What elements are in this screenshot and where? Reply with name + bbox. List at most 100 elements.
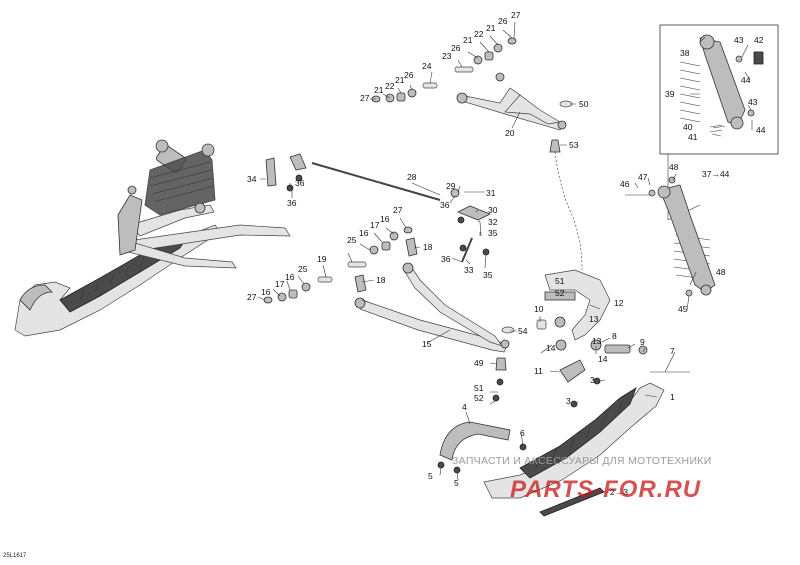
callout-47: 47 (638, 172, 648, 182)
callout-3: 3 (566, 396, 571, 406)
callout-33: 33 (464, 265, 474, 275)
callout-10: 10 (534, 304, 544, 314)
callout-53: 53 (569, 140, 579, 150)
callout-23: 23 (442, 51, 452, 61)
callout-19: 19 (317, 254, 327, 264)
callout-26: 26 (451, 43, 461, 53)
callout-29: 29 (446, 181, 456, 191)
callout-15: 15 (422, 339, 432, 349)
leader-lines (257, 21, 753, 493)
callout-42: 42 (754, 35, 764, 45)
callout-21: 21 (395, 75, 405, 85)
lower-bushing-chain (263, 226, 418, 304)
callout-41: 41 (688, 132, 698, 142)
callout-49: 49 (474, 358, 484, 368)
callout-7: 7 (670, 346, 675, 356)
callout-26: 26 (498, 16, 508, 26)
callout-28: 28 (407, 172, 417, 182)
upper-a-arm (456, 72, 583, 271)
lower-a-arm (354, 262, 515, 371)
callout-12: 12 (614, 298, 624, 308)
callout-30: 30 (488, 205, 498, 215)
callout-20: 20 (505, 128, 515, 138)
callout-32: 32 (488, 217, 498, 227)
callout-31: 31 (486, 188, 496, 198)
callout-35: 35 (488, 228, 498, 238)
callout-27: 27 (360, 93, 370, 103)
callout-52: 52 (555, 288, 565, 298)
callout-36: 36 (441, 254, 451, 264)
callout-34: 34 (247, 174, 257, 184)
callout-8: 8 (612, 331, 617, 341)
callout-16: 16 (261, 287, 271, 297)
callout-50: 50 (579, 99, 589, 109)
callout-13: 13 (592, 336, 602, 346)
callout-25: 25 (298, 264, 308, 274)
callout-45: 45 (678, 304, 688, 314)
callout-27: 27 (511, 10, 521, 20)
callout-14: 14 (546, 343, 556, 353)
callout-14: 14 (598, 354, 608, 364)
callout-labels: 27 21 22 26 21 24 23 26 21 22 21 26 27 5… (247, 10, 766, 497)
callout-43: 43 (748, 97, 758, 107)
callout-38: 38 (680, 48, 690, 58)
callout-36: 36 (440, 200, 450, 210)
upper-bushing-chain (371, 37, 517, 103)
callout-6: 6 (520, 428, 525, 438)
callout-37-44: 37→44 (702, 169, 730, 179)
callout-46: 46 (620, 179, 630, 189)
callout-5: 5 (454, 478, 459, 488)
callout-26: 26 (404, 70, 414, 80)
callout-1: 1 (670, 392, 675, 402)
callout-22: 22 (474, 29, 484, 39)
callout-21: 21 (374, 85, 384, 95)
callout-27: 27 (247, 292, 257, 302)
callout-16: 16 (359, 228, 369, 238)
callout-18: 18 (376, 275, 386, 285)
diagram-code: 25L1617 (3, 553, 27, 559)
callout-24: 24 (422, 61, 432, 71)
main-shock (625, 176, 716, 297)
callout-25: 25 (347, 235, 357, 245)
watermark-text: ЗАПЧАСТИ И АКСЕССУАРЫ ДЛЯ МОТОТЕХНИКИ (452, 455, 712, 467)
callout-48: 48 (716, 267, 726, 277)
callout-21: 21 (486, 23, 496, 33)
callout-54: 54 (518, 326, 528, 336)
assembled-suspension-view (14, 139, 291, 337)
callout-17: 17 (370, 220, 380, 230)
callout-21: 21 (463, 35, 473, 45)
callout-36: 36 (287, 198, 297, 208)
callout-18: 18 (423, 242, 433, 252)
callout-5: 5 (428, 471, 433, 481)
callout-39: 39 (665, 89, 675, 99)
callout-4: 4 (462, 402, 467, 412)
callout-51: 51 (555, 276, 565, 286)
callout-16: 16 (285, 272, 295, 282)
callout-36: 36 (295, 178, 305, 188)
callout-16: 16 (380, 214, 390, 224)
callout-43: 43 (734, 35, 744, 45)
stabilizer-link (450, 188, 491, 263)
callout-40: 40 (683, 122, 693, 132)
callout-51: 51 (474, 383, 484, 393)
callout-35: 35 (483, 270, 493, 280)
callout-9: 9 (640, 337, 645, 347)
ski (437, 359, 665, 517)
callout-13: 13 (589, 314, 599, 324)
spindle (536, 269, 690, 373)
stabilizer-rod (265, 153, 441, 201)
callout-3: 3 (590, 375, 595, 385)
callout-52: 52 (474, 393, 484, 403)
callout-22: 22 (385, 81, 395, 91)
callout-48: 48 (669, 162, 679, 172)
shock-detail-box (659, 24, 779, 221)
callout-44: 44 (741, 75, 751, 85)
callout-11: 11 (534, 366, 543, 376)
callout-17: 17 (275, 279, 285, 289)
callout-27: 27 (393, 205, 403, 215)
callout-44: 44 (756, 125, 766, 135)
callout-2-3: 2→3 (610, 487, 628, 497)
watermark-logo: PARTS-FOR.RU (510, 476, 702, 503)
